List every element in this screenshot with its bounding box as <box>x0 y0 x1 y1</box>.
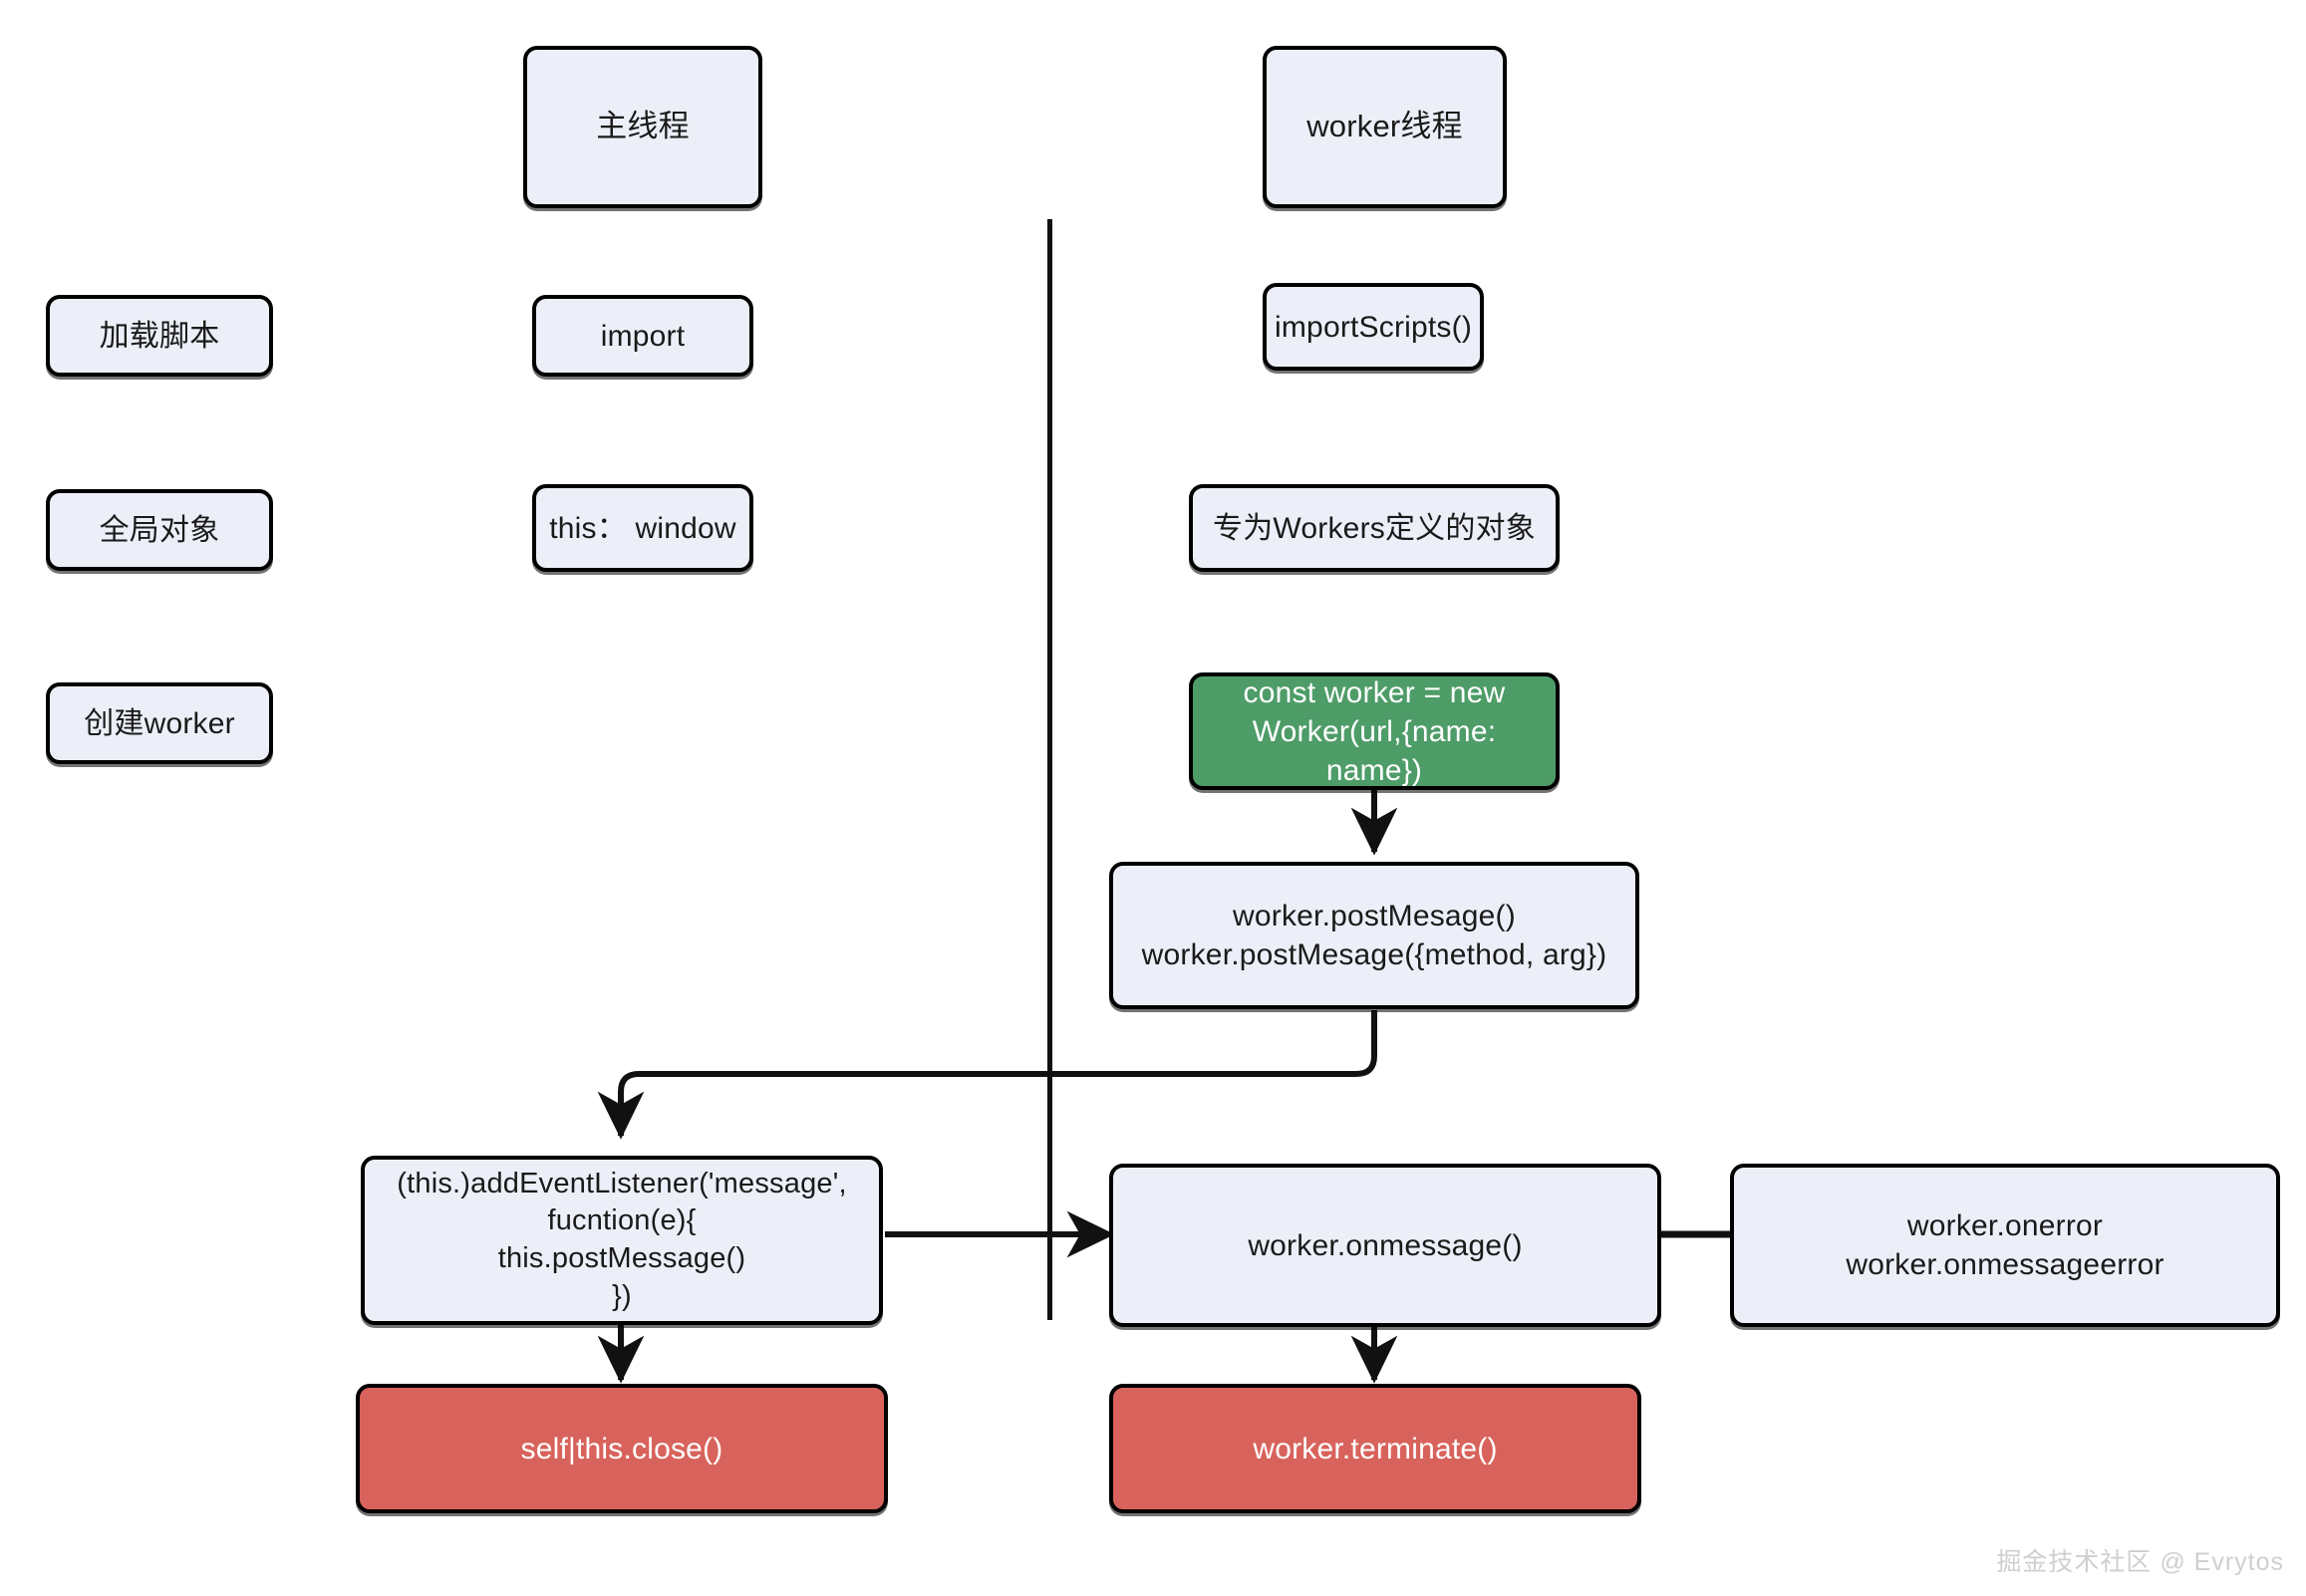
node-onmessage-label: worker.onmessage() <box>1248 1228 1523 1262</box>
node-self-close[interactable]: self|this.close() <box>356 1384 888 1513</box>
node-load-script[interactable]: 加载脚本 <box>46 295 273 377</box>
edge-post-message-to-add-event-listener <box>597 1010 1377 1140</box>
node-main-thread-label: 主线程 <box>596 109 690 144</box>
node-import-scripts[interactable]: importScripts() <box>1263 283 1484 371</box>
node-add-event-listener[interactable]: (this.)addEventListener('message', fucnt… <box>361 1156 883 1325</box>
node-worker-terminate-label: worker.terminate() <box>1253 1432 1498 1465</box>
watermark: 掘金技术社区 @ Evrytos <box>1996 1548 2284 1576</box>
node-onmessage[interactable]: worker.onmessage() <box>1109 1164 1661 1327</box>
node-post-message-label: worker.postMesage() worker.postMesage({m… <box>1141 900 1607 971</box>
node-const-worker-label: const worker = new Worker(url,{name: nam… <box>1243 675 1506 787</box>
node-worker-thread[interactable]: worker线程 <box>1263 46 1507 208</box>
node-worker-thread-label: worker线程 <box>1306 109 1463 144</box>
node-post-message[interactable]: worker.postMesage() worker.postMesage({m… <box>1109 862 1639 1009</box>
node-create-worker[interactable]: 创建worker <box>46 682 273 764</box>
node-load-script-label: 加载脚本 <box>99 319 220 353</box>
node-const-worker[interactable]: const worker = new Worker(url,{name: nam… <box>1189 672 1560 790</box>
node-global-object-label: 全局对象 <box>99 513 220 547</box>
node-onerror-label: worker.onerror worker.onmessageerror <box>1846 1209 2164 1281</box>
node-worker-terminate[interactable]: worker.terminate() <box>1109 1384 1641 1513</box>
thread-divider-line <box>1047 219 1052 1320</box>
node-this-window-label: this： window <box>549 511 736 545</box>
node-workers-object[interactable]: 专为Workers定义的对象 <box>1189 484 1560 572</box>
node-import[interactable]: import <box>532 295 753 377</box>
node-self-close-label: self|this.close() <box>520 1432 723 1465</box>
node-global-object[interactable]: 全局对象 <box>46 489 273 571</box>
node-create-worker-label: 创建worker <box>84 706 235 740</box>
node-add-event-listener-label: (this.)addEventListener('message', fucnt… <box>397 1167 847 1312</box>
node-onerror[interactable]: worker.onerror worker.onmessageerror <box>1730 1164 2280 1327</box>
node-workers-object-label: 专为Workers定义的对象 <box>1213 511 1536 545</box>
node-import-scripts-label: importScripts() <box>1275 310 1473 344</box>
node-import-label: import <box>600 319 686 353</box>
node-main-thread[interactable]: 主线程 <box>523 46 762 208</box>
node-this-window[interactable]: this： window <box>532 484 753 572</box>
